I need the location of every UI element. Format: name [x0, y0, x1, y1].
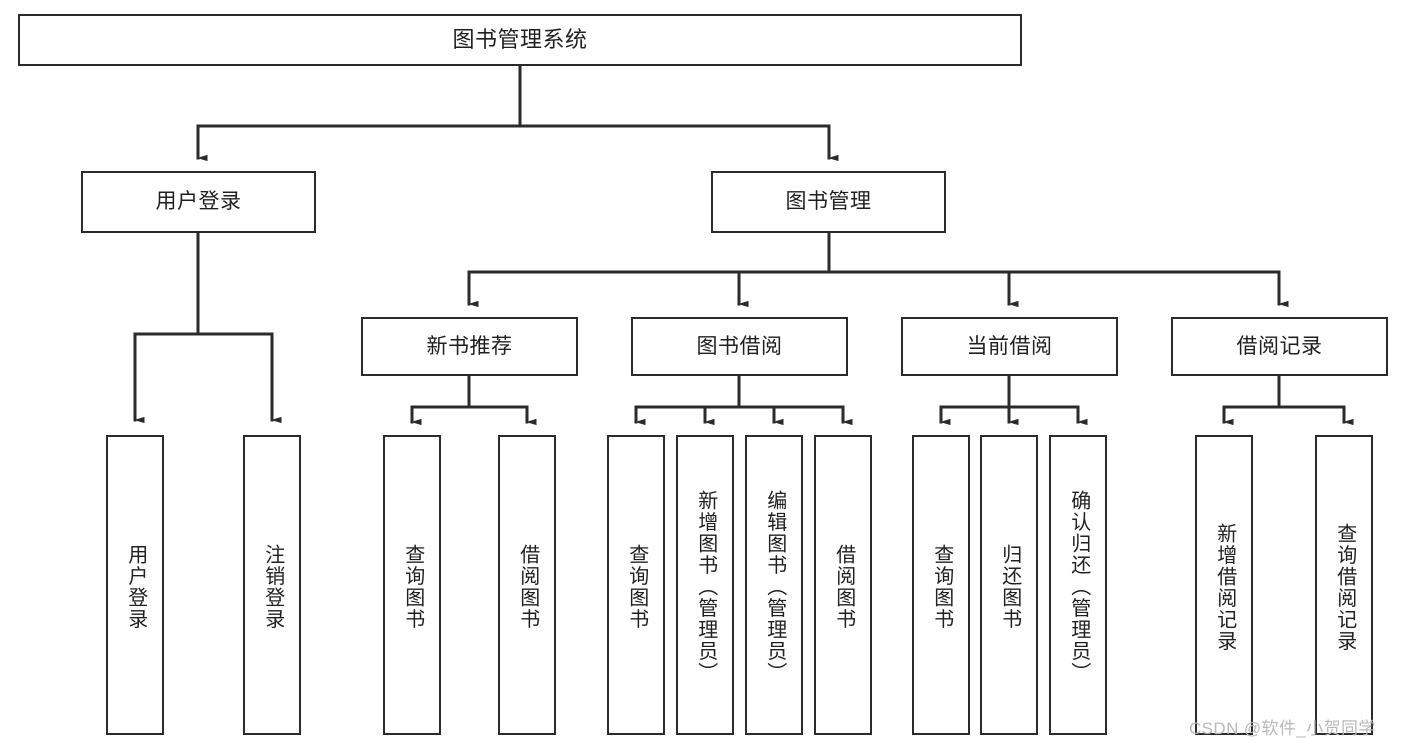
node-label: 用户登录 — [124, 544, 147, 630]
node-root-system[interactable]: 图书管理系统 — [18, 14, 1022, 66]
node-label: 编辑图书（管理员） — [763, 490, 786, 684]
leaf-user-login-signin[interactable]: 用户登录 — [106, 435, 164, 735]
leaf-borrow-record-add[interactable]: 新增借阅记录 — [1195, 435, 1253, 735]
node-label: 当前借阅 — [966, 334, 1053, 358]
leaf-book-borrow-add[interactable]: 新增图书（管理员） — [676, 435, 734, 735]
node-label: 查询借阅记录 — [1333, 522, 1356, 652]
leaf-book-borrow-borrow[interactable]: 借阅图书 — [814, 435, 872, 735]
leaf-current-borrow-query[interactable]: 查询图书 — [912, 435, 970, 735]
leaf-current-borrow-confirm-return[interactable]: 确认归还（管理员） — [1049, 435, 1107, 735]
node-borrow-record[interactable]: 借阅记录 — [1171, 317, 1388, 376]
node-label: 图书借阅 — [696, 334, 783, 358]
leaf-new-book-query[interactable]: 查询图书 — [383, 435, 441, 735]
node-label: 归还图书 — [998, 544, 1021, 630]
leaf-new-book-borrow[interactable]: 借阅图书 — [498, 435, 556, 735]
node-label: 借阅图书 — [832, 544, 855, 630]
node-label: 借阅图书 — [516, 544, 539, 630]
node-book-borrow[interactable]: 图书借阅 — [631, 317, 848, 376]
node-book-management[interactable]: 图书管理 — [711, 171, 946, 233]
node-user-login[interactable]: 用户登录 — [81, 171, 316, 233]
leaf-book-borrow-edit[interactable]: 编辑图书（管理员） — [745, 435, 803, 735]
leaf-borrow-record-query[interactable]: 查询借阅记录 — [1315, 435, 1373, 735]
leaf-current-borrow-return[interactable]: 归还图书 — [980, 435, 1038, 735]
node-new-book-recommend[interactable]: 新书推荐 — [361, 317, 578, 376]
leaf-user-login-signout[interactable]: 注销登录 — [243, 435, 301, 735]
node-label: 查询图书 — [930, 544, 953, 630]
node-label: 图书管理系统 — [452, 26, 588, 52]
leaf-book-borrow-query[interactable]: 查询图书 — [607, 435, 665, 735]
node-label: 图书管理 — [785, 190, 872, 214]
node-label: 确认归还（管理员） — [1067, 490, 1090, 684]
node-label: 新书推荐 — [426, 334, 513, 358]
node-label: 查询图书 — [625, 544, 648, 630]
node-label: 借阅记录 — [1236, 334, 1323, 358]
node-label: 新增图书（管理员） — [694, 490, 717, 684]
node-label: 注销登录 — [261, 544, 284, 630]
node-label: 用户登录 — [155, 190, 242, 214]
node-label: 新增借阅记录 — [1213, 522, 1236, 652]
watermark-text: CSDN @软件_小贺同学 — [1189, 719, 1376, 738]
node-current-borrow[interactable]: 当前借阅 — [901, 317, 1118, 376]
node-label: 查询图书 — [401, 544, 424, 630]
